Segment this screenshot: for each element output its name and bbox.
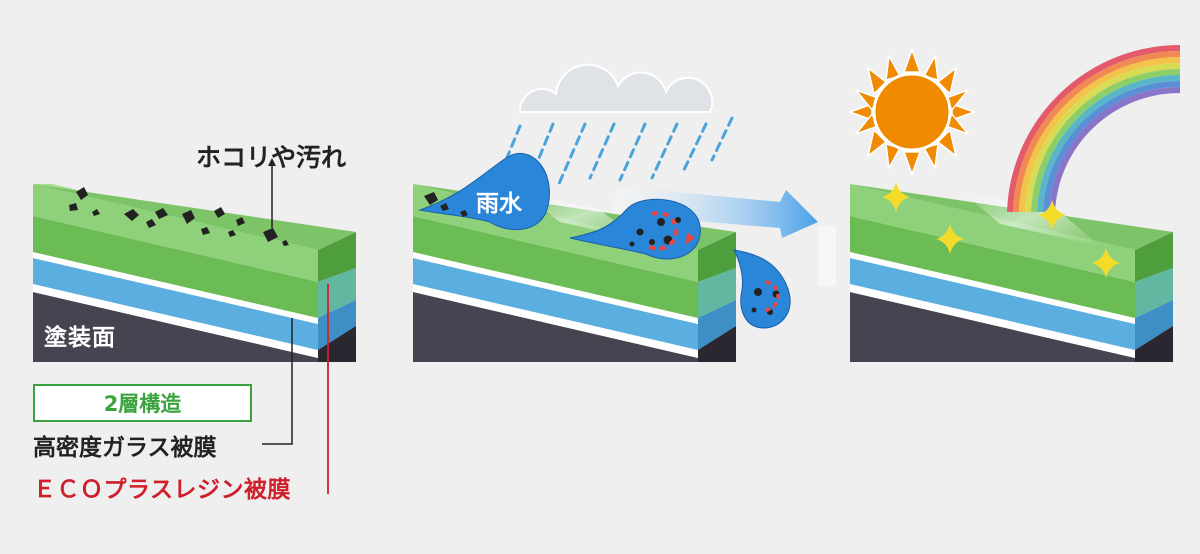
dust-particles <box>69 187 289 246</box>
dust-particle-icon <box>76 187 88 200</box>
rainbow-icon <box>1007 45 1181 213</box>
structure-label: 2層構造 <box>33 384 252 422</box>
dust-particle-icon <box>201 227 210 235</box>
sparkle-icon <box>1092 248 1120 278</box>
raindrop-icon <box>418 152 550 231</box>
rain-label: 雨水 <box>476 191 522 217</box>
dust-particle-icon <box>214 207 225 218</box>
painted-surface-label: 塗装面 <box>44 325 116 351</box>
dust-particle-icon <box>146 219 156 228</box>
dust-particle-icon <box>124 209 139 221</box>
cloud-icon <box>518 63 714 113</box>
sparkle-icon <box>936 224 964 254</box>
dust-particle-icon <box>282 240 289 246</box>
dust-particle-icon <box>236 217 245 226</box>
painted-surface-layer <box>33 292 318 362</box>
dust-particle-icon <box>69 203 78 211</box>
dust-particle-icon <box>263 228 278 242</box>
panel-after <box>850 184 1173 362</box>
sparkle-icon <box>882 182 910 212</box>
glass-leader-line <box>262 318 293 445</box>
dust-particle-icon <box>228 230 236 237</box>
dust-particle-icon <box>155 208 168 219</box>
sparkles <box>882 182 1120 278</box>
glass-layer <box>33 258 318 350</box>
raindrop-icon <box>733 249 791 329</box>
glass-coating-label: 高密度ガラス被膜 <box>33 435 217 461</box>
dust-label: ホコリや汚れ <box>196 143 347 172</box>
eco-coating-label: ＥＣＯプラスレジン被膜 <box>33 477 292 503</box>
sparkle-icon <box>1038 200 1066 230</box>
dust-particle-icon <box>92 209 100 216</box>
sun-icon <box>847 47 977 177</box>
resin-layer <box>33 216 318 318</box>
arrow-right-icon <box>612 186 818 238</box>
dust-particle-icon <box>182 210 195 224</box>
